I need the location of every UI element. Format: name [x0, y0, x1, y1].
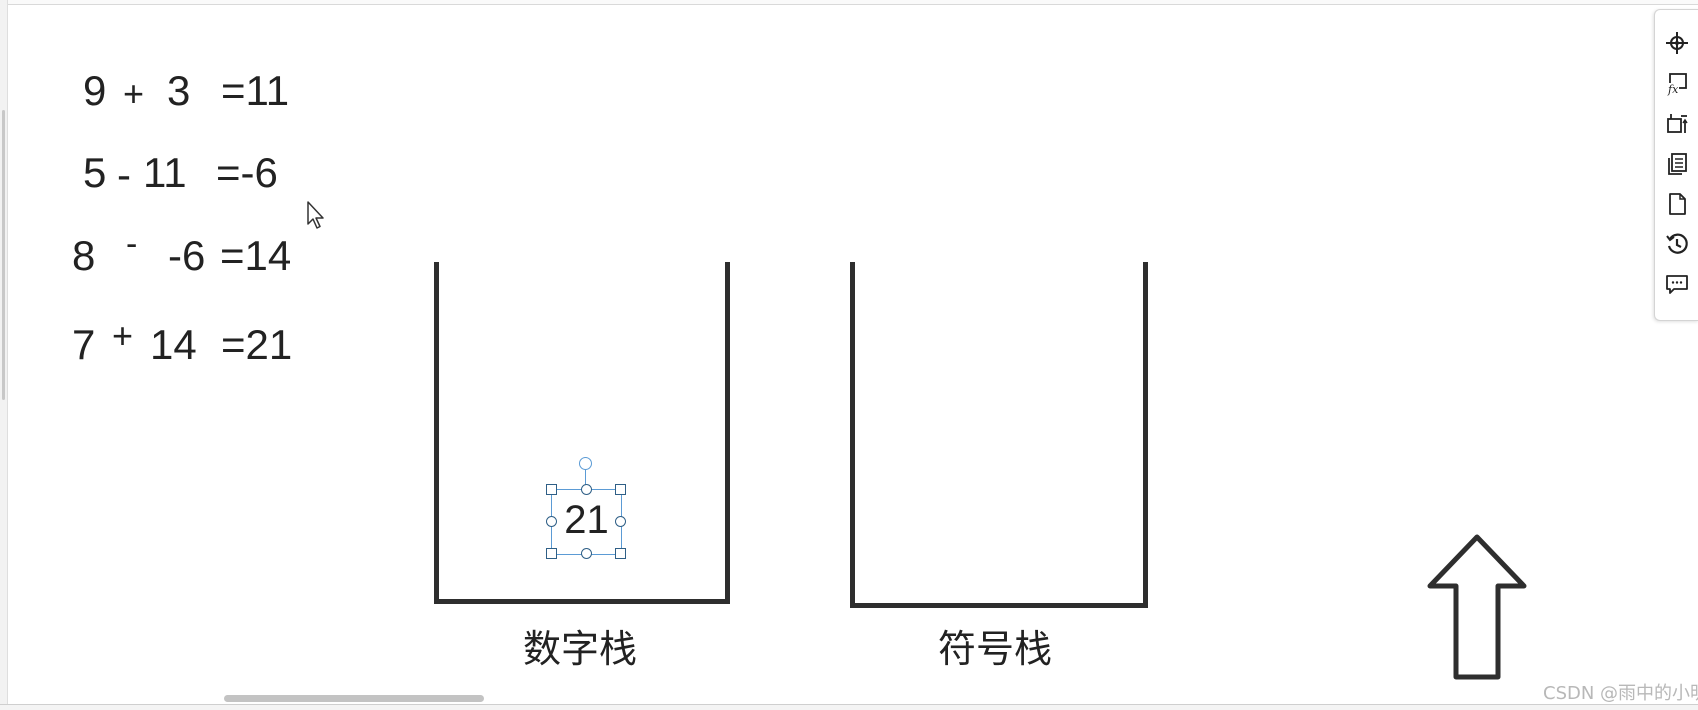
rotate-handle[interactable]: [579, 457, 592, 470]
right-toolbar: fx: [1654, 9, 1698, 321]
symbol-stack-label: 符号栈: [938, 627, 1053, 671]
eq-operand-a: 7: [72, 321, 96, 368]
horizontal-scrollbar-thumb[interactable]: [224, 695, 484, 702]
eq-result: =-6: [216, 149, 278, 196]
resize-handle-top-right[interactable]: [615, 484, 626, 495]
eq-operator: -: [117, 151, 131, 198]
blank-page-icon[interactable]: [1663, 190, 1691, 218]
eq-operand-b: 14: [150, 321, 197, 368]
resize-handle-bottom-right[interactable]: [615, 548, 626, 559]
page-layers-icon[interactable]: [1663, 150, 1691, 178]
eq-operator: -: [126, 225, 138, 263]
equation-row-1[interactable]: 9 + 3 =11: [83, 70, 303, 116]
resize-handle-top-left[interactable]: [546, 484, 557, 495]
comment-icon[interactable]: [1663, 270, 1691, 298]
eq-operand-a: 5: [83, 149, 107, 196]
resize-handle-left[interactable]: [546, 516, 557, 527]
symbol-stack-container: [850, 262, 1148, 608]
mouse-cursor-icon: [307, 201, 324, 229]
formula-icon[interactable]: fx: [1663, 70, 1691, 98]
eq-result: =21: [221, 321, 293, 368]
rotate-handle-line: [585, 469, 586, 489]
eq-result: =14: [220, 232, 292, 279]
eq-operand-a: 9: [83, 67, 107, 114]
crosshair-icon[interactable]: [1663, 29, 1691, 57]
eq-operand-b: -6: [168, 232, 206, 279]
watermark: CSDN @雨中的小明: [1543, 683, 1698, 704]
eq-operand-a: 8: [72, 232, 96, 279]
resize-handle-top[interactable]: [581, 484, 592, 495]
eq-operator: +: [112, 315, 134, 356]
number-stack-label: 数字栈: [523, 627, 638, 671]
number-stack-container: [434, 262, 730, 604]
equation-row-3[interactable]: 8 - -6 =14: [72, 227, 302, 281]
crop-resize-icon[interactable]: [1663, 110, 1691, 138]
stack-item-value: 21: [564, 498, 609, 542]
eq-operand-b: 3: [167, 67, 191, 114]
resize-handle-bottom[interactable]: [581, 548, 592, 559]
bottom-border: [0, 704, 1698, 710]
history-icon[interactable]: [1663, 230, 1691, 258]
eq-result: =11: [221, 67, 290, 114]
left-scrollbar[interactable]: [0, 0, 8, 709]
selected-stack-item[interactable]: 21: [551, 489, 622, 555]
resize-handle-bottom-left[interactable]: [546, 548, 557, 559]
top-border: [0, 0, 1698, 5]
resize-handle-right[interactable]: [615, 516, 626, 527]
eq-operand-b: 11: [143, 149, 187, 196]
svg-text:fx: fx: [1667, 83, 1679, 96]
equation-row-2[interactable]: 5 - 11 =-6: [83, 152, 303, 198]
up-arrow-icon[interactable]: [1426, 533, 1528, 681]
left-scrollbar-thumb[interactable]: [2, 110, 5, 400]
eq-operator: +: [123, 73, 145, 114]
equation-row-4[interactable]: 7 + 14 =21: [72, 318, 302, 370]
